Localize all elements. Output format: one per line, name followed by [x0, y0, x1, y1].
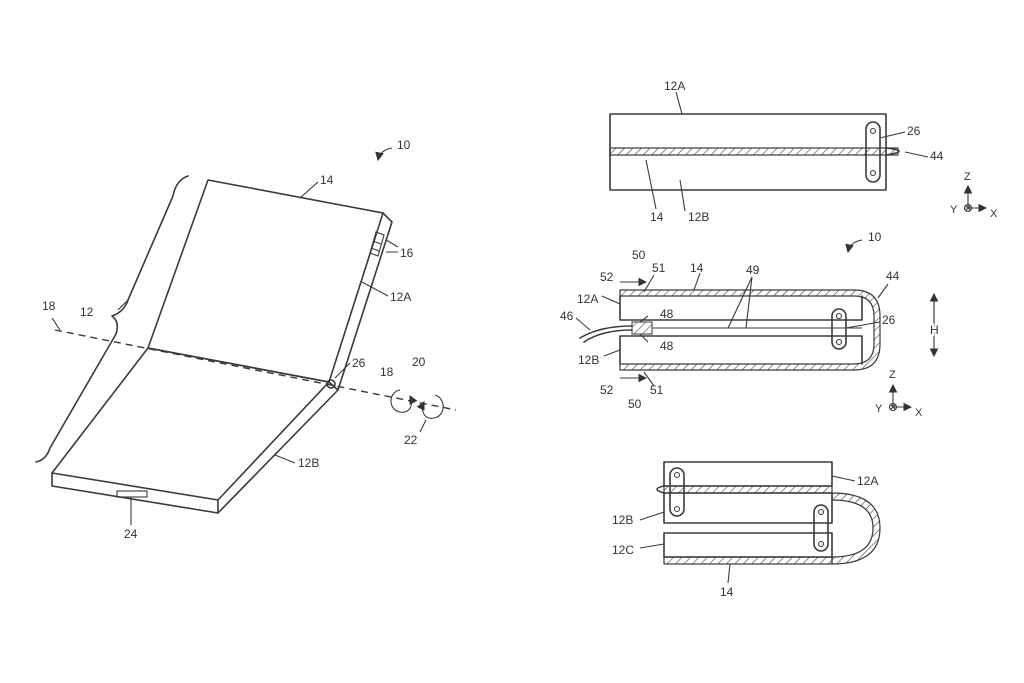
- axis-x-top: X: [990, 208, 998, 220]
- flat-hinge-26: [865, 121, 881, 183]
- trifold-hinge-left-hole-bottom: [673, 505, 681, 513]
- upper-panel-12a: [147, 179, 384, 383]
- trifold-panel-12a: [663, 461, 833, 487]
- label-48-bottom: 48: [660, 339, 674, 353]
- reference-arrow-10-mid: [845, 239, 863, 254]
- folded-panel-12b: [619, 335, 863, 365]
- axis-z-mid: Z: [889, 369, 896, 381]
- label-14-bottom: 14: [720, 585, 734, 599]
- axis-y-mid: Y: [875, 403, 883, 415]
- cable-46: [579, 325, 633, 343]
- label-12b-mid: 12B: [578, 353, 599, 367]
- folded-hinge-hole-top: [835, 312, 843, 320]
- leader-lines-left: [51, 181, 427, 525]
- trifold-hatch-upper: [663, 485, 833, 494]
- trifold-hinge-left-hole-top: [673, 471, 681, 479]
- flat-hatched-layer-14: [609, 147, 899, 156]
- top-right-figure-flat: [609, 91, 988, 213]
- lower-panel-edge: [51, 389, 339, 514]
- label-49: 49: [746, 263, 760, 277]
- flat-hinge-hole-bottom: [869, 169, 877, 177]
- label-26-top: 26: [907, 124, 921, 138]
- trifold-left-wrap: [656, 485, 665, 494]
- folded-wrap-layer-14: [619, 289, 881, 371]
- label-12b-top: 12B: [688, 210, 709, 224]
- label-14-mid: 14: [690, 261, 704, 275]
- label-10-left: 10: [397, 138, 411, 152]
- rotation-arrow-20: [390, 389, 418, 413]
- label-16: 16: [400, 246, 414, 260]
- bracket-12: [35, 175, 189, 463]
- middle-right-figure-folded: [575, 239, 939, 412]
- trifold-panel-12c: [663, 532, 833, 558]
- folded-hinge-26: [831, 308, 847, 350]
- upper-panel-edge: [328, 212, 393, 391]
- trifold-hinge-left: [669, 467, 685, 517]
- trifold-hinge-right-hole-bottom: [817, 540, 825, 548]
- label-14-top: 14: [650, 210, 664, 224]
- label-12a-top: 12A: [664, 79, 685, 93]
- label-12a-left: 12A: [390, 290, 411, 304]
- label-50-top: 50: [632, 248, 646, 262]
- label-51-top: 51: [652, 261, 666, 275]
- axis-z-top: Z: [964, 171, 971, 183]
- label-12c-bottom: 12C: [612, 543, 634, 557]
- label-52-bottom: 52: [600, 383, 614, 397]
- trifold-right-wrap: [831, 492, 881, 565]
- label-20: 20: [412, 355, 426, 369]
- label-12a-bottom: 12A: [857, 474, 878, 488]
- leader-lines-bottom: [639, 475, 856, 584]
- label-h: H: [930, 323, 939, 337]
- label-14-left: 14: [320, 173, 334, 187]
- label-51-bottom: 51: [650, 383, 664, 397]
- axis-glyph-mid: [888, 383, 913, 412]
- leader-lines-middle: [575, 272, 889, 387]
- label-12b-bottom: 12B: [612, 513, 633, 527]
- button-cluster-16: [369, 231, 385, 257]
- axis-x-mid: X: [915, 407, 923, 419]
- axis-glyph-top: [963, 184, 988, 213]
- lower-panel-12b: [51, 347, 330, 501]
- left-figure-foldable-device: [35, 147, 457, 525]
- label-26-left: 26: [352, 356, 366, 370]
- folded-panel-12a: [619, 295, 863, 321]
- label-12: 12: [80, 305, 94, 319]
- label-44-top: 44: [930, 149, 944, 163]
- reference-arrow-10: [375, 147, 393, 162]
- label-24: 24: [124, 527, 138, 541]
- label-10-mid: 10: [868, 230, 882, 244]
- label-22: 22: [404, 433, 418, 447]
- label-48-top: 48: [660, 307, 674, 321]
- trifold-panel-12b: [663, 492, 833, 524]
- trifold-hatch-lower: [663, 556, 833, 565]
- port-24: [116, 490, 148, 498]
- label-44-mid: 44: [886, 269, 900, 283]
- trifold-hinge-right-hole-top: [817, 508, 825, 516]
- flat-wrap-end-44: [885, 147, 900, 156]
- rotation-arrow-22: [416, 394, 444, 419]
- label-26-mid: 26: [882, 313, 896, 327]
- label-12b-left: 12B: [298, 456, 319, 470]
- connector-48: [631, 321, 653, 335]
- flat-hinge-hole-top: [869, 127, 877, 135]
- trifold-hinge-right: [813, 504, 829, 552]
- label-52-top: 52: [600, 270, 614, 284]
- leader-lines-top-right: [645, 91, 929, 212]
- label-46: 46: [560, 309, 574, 323]
- fold-axis-18: [54, 329, 457, 411]
- axis-y-top: Y: [950, 204, 958, 216]
- label-18-left-b: 18: [380, 365, 394, 379]
- bottom-right-figure-trifold: [639, 461, 881, 584]
- label-50-bottom: 50: [628, 397, 642, 411]
- label-18-left-a: 18: [42, 299, 56, 313]
- label-12a-mid: 12A: [577, 292, 598, 306]
- folded-hinge-hole-bottom: [835, 338, 843, 346]
